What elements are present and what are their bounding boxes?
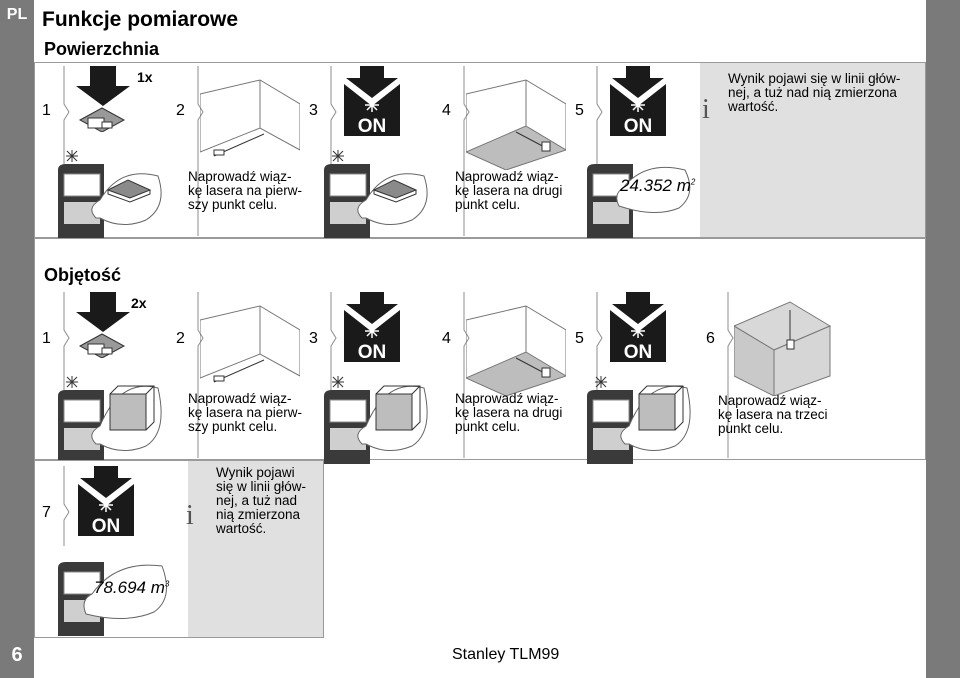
- volume-divider-7: [63, 466, 70, 546]
- device-illustration: [58, 150, 162, 238]
- area-caption-first-point: Naprowadź wiąz-kę lasera na pierw-szy pu…: [188, 169, 303, 212]
- volume-divider-4: [463, 292, 470, 458]
- volume-step-4: 4: [442, 330, 451, 347]
- svg-text:ON: ON: [624, 342, 653, 363]
- area-info-box: [700, 63, 925, 237]
- info-icon: i: [702, 94, 710, 125]
- volume-step-2: 2: [176, 330, 185, 347]
- volume-step-1: 1: [42, 330, 51, 347]
- left-margin-bar: [0, 0, 34, 678]
- volume-divider-1: [63, 292, 70, 458]
- volume-display-value: 78.694 m3: [94, 578, 170, 597]
- on-button-icon: ON: [78, 466, 134, 537]
- on-button-icon: ON: [344, 66, 400, 137]
- volume-step-5: 5: [575, 330, 584, 347]
- wall-height-illustration: [734, 301, 832, 396]
- area-step-4: 4: [442, 102, 451, 119]
- area-divider-1: [63, 66, 70, 236]
- volume-info-box: [188, 461, 323, 637]
- language-label: PL: [6, 6, 28, 23]
- floor-illustration: [466, 305, 566, 396]
- area-step-3: 3: [309, 102, 318, 119]
- volume-step-6: 6: [706, 330, 715, 347]
- press-arrow-icon: [76, 292, 130, 358]
- footer-model-name: Stanley TLM99: [452, 646, 560, 663]
- svg-text:ON: ON: [624, 116, 653, 137]
- area-divider-5: [596, 66, 603, 236]
- area-divider-4: [463, 66, 470, 236]
- area-step-1: 1: [42, 102, 51, 119]
- device-illustration: [324, 150, 428, 238]
- on-button-icon: ON: [610, 292, 666, 363]
- volume-step-3: 3: [309, 330, 318, 347]
- room-corner-illustration: [200, 79, 300, 157]
- area-divider-3: [330, 66, 337, 236]
- volume-step-7: 7: [42, 504, 51, 521]
- area-function-icon: [78, 107, 126, 132]
- floor-illustration: [466, 79, 566, 170]
- area-step-2: 2: [176, 102, 185, 119]
- area-info-text: Wynik pojawi się w linii głów-nej, a tuż…: [728, 71, 901, 114]
- press-arrow-icon: [76, 66, 130, 132]
- volume-press-count: 2x: [131, 295, 147, 311]
- volume-heading: Objętość: [44, 265, 122, 285]
- on-button-icon: ON: [610, 66, 666, 137]
- device-illustration: [324, 376, 428, 464]
- volume-divider-2: [197, 292, 204, 458]
- volume-divider-5: [596, 292, 603, 458]
- svg-text:ON: ON: [92, 516, 121, 537]
- area-divider-2: [197, 66, 204, 236]
- device-illustration: [587, 376, 691, 464]
- page-title: Funkcje pomiarowe: [42, 8, 239, 31]
- area-heading: Powierzchnia: [44, 39, 160, 59]
- area-press-count: 1x: [137, 69, 153, 85]
- volume-function-icon: [78, 333, 126, 358]
- area-step-5: 5: [575, 102, 584, 119]
- right-margin-bar: [926, 0, 960, 678]
- device-illustration: [58, 376, 162, 464]
- device-result-illustration: [587, 164, 691, 238]
- svg-text:ON: ON: [358, 342, 387, 363]
- volume-divider-3: [330, 292, 337, 458]
- volume-divider-6: [727, 292, 734, 458]
- svg-text:ON: ON: [358, 116, 387, 137]
- area-display-value: 24.352 m2: [620, 176, 696, 195]
- room-corner-illustration: [200, 305, 300, 383]
- on-button-icon: ON: [344, 292, 400, 363]
- page-number: 6: [11, 644, 23, 666]
- device-result-illustration: [58, 562, 167, 636]
- volume-caption-first-point: Naprowadź wiąz-kę lasera na pierw-szy pu…: [188, 391, 303, 434]
- info-icon: i: [186, 500, 194, 531]
